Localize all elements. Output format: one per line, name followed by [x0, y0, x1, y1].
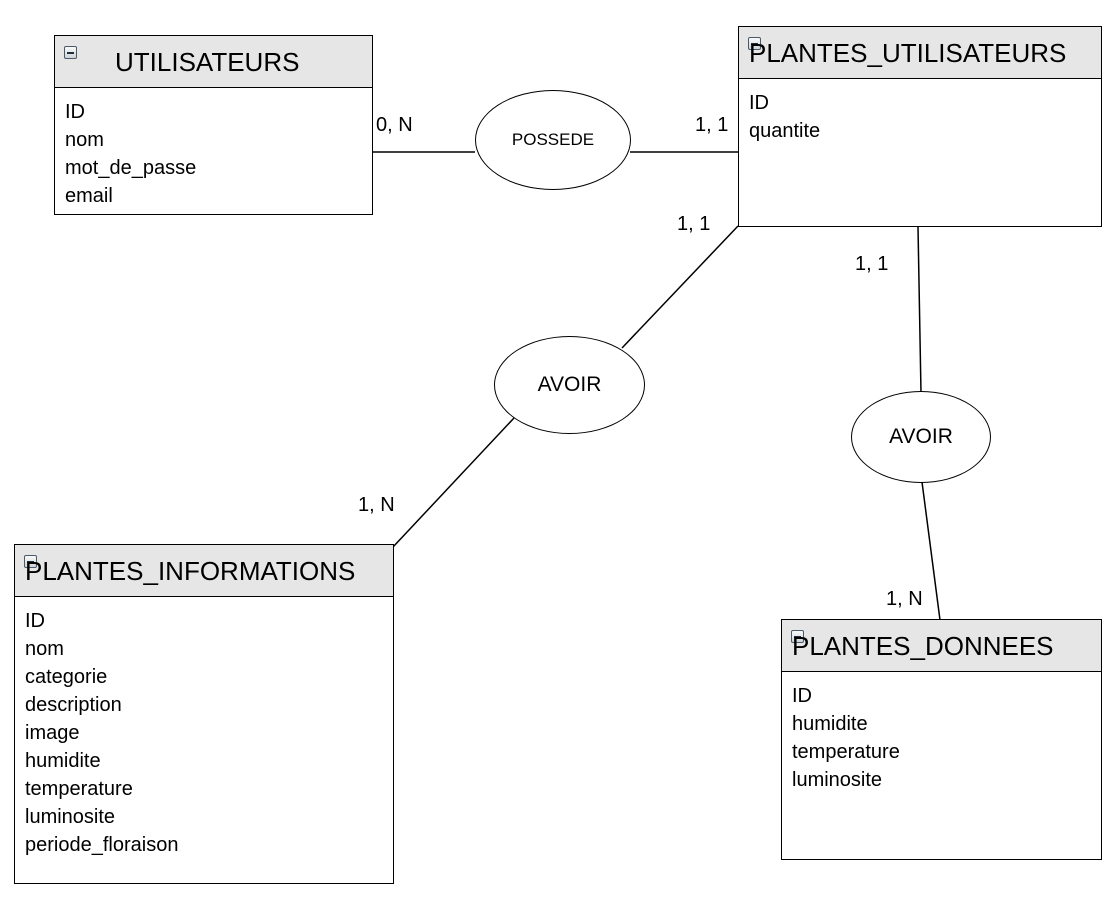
attribute: ID	[25, 610, 45, 632]
attribute: email	[65, 185, 113, 207]
cardinality-label: 0, N	[376, 114, 413, 136]
entity-plantes-informations[interactable]: PLANTES_INFORMATIONS ID nom categorie de…	[14, 544, 394, 884]
attribute: quantite	[749, 120, 821, 142]
entity-plantes-informations-attributes: ID nom categorie description image humid…	[15, 597, 393, 859]
relation-avoir-donnees[interactable]: AVOIR	[851, 391, 991, 483]
entity-plantes-informations-header: PLANTES_INFORMATIONS	[15, 545, 393, 597]
attribute: ID	[749, 92, 769, 114]
entity-plantes-utilisateurs-title: PLANTES_UTILISATEURS	[749, 38, 1067, 68]
cardinality-label: 1, N	[886, 588, 923, 610]
entity-plantes-donnees-attributes: ID humidite temperature luminosite	[782, 672, 1101, 794]
cardinality-label: 1, N	[358, 494, 395, 516]
collapse-icon[interactable]	[791, 630, 804, 643]
attribute: luminosite	[792, 769, 883, 791]
entity-plantes-utilisateurs-attributes: ID quantite	[739, 79, 1101, 145]
attribute: mot_de_passe	[65, 157, 197, 179]
collapse-icon[interactable]	[748, 37, 761, 50]
entity-plantes-utilisateurs[interactable]: PLANTES_UTILISATEURS ID quantite	[738, 26, 1102, 227]
attribute: image	[25, 722, 80, 744]
attribute: periode_floraison	[25, 834, 179, 856]
entity-utilisateurs-header: UTILISATEURS	[55, 36, 372, 88]
attribute: humidite	[25, 750, 101, 772]
collapse-icon[interactable]	[24, 555, 37, 568]
relation-avoir-informations[interactable]: AVOIR	[494, 336, 645, 434]
connector-plantes-utilisateurs-avoir-informations	[621, 225, 739, 349]
entity-plantes-donnees[interactable]: PLANTES_DONNEES ID humidite temperature …	[781, 619, 1102, 860]
entity-plantes-utilisateurs-header: PLANTES_UTILISATEURS	[739, 27, 1101, 79]
cardinality-label: 1, 1	[695, 114, 729, 136]
attribute: temperature	[792, 741, 900, 763]
attribute: ID	[65, 101, 85, 123]
attribute: humidite	[792, 713, 868, 735]
relation-possede[interactable]: POSSEDE	[475, 90, 631, 190]
entity-utilisateurs[interactable]: UTILISATEURS ID nom mot_de_passe email	[54, 35, 373, 215]
entity-utilisateurs-attributes: ID nom mot_de_passe email	[55, 88, 372, 210]
connector-plantes-utilisateurs-avoir-donnees	[917, 226, 922, 394]
attribute: categorie	[25, 666, 108, 688]
attribute: temperature	[25, 778, 133, 800]
attribute: description	[25, 694, 122, 716]
connector-avoir-plantes-donnees	[921, 481, 941, 621]
entity-plantes-donnees-header: PLANTES_DONNEES	[782, 620, 1101, 672]
attribute: luminosite	[25, 806, 116, 828]
collapse-icon[interactable]	[64, 46, 77, 59]
connector-avoir-plantes-informations	[392, 417, 515, 548]
cardinality-label: 1, 1	[855, 253, 889, 275]
cardinality-label: 1, 1	[677, 213, 711, 235]
attribute: ID	[792, 685, 812, 707]
attribute: nom	[65, 129, 104, 151]
entity-plantes-donnees-title: PLANTES_DONNEES	[792, 631, 1054, 661]
entity-plantes-informations-title: PLANTES_INFORMATIONS	[25, 556, 356, 586]
attribute: nom	[25, 638, 64, 660]
entity-utilisateurs-title: UTILISATEURS	[115, 47, 300, 77]
